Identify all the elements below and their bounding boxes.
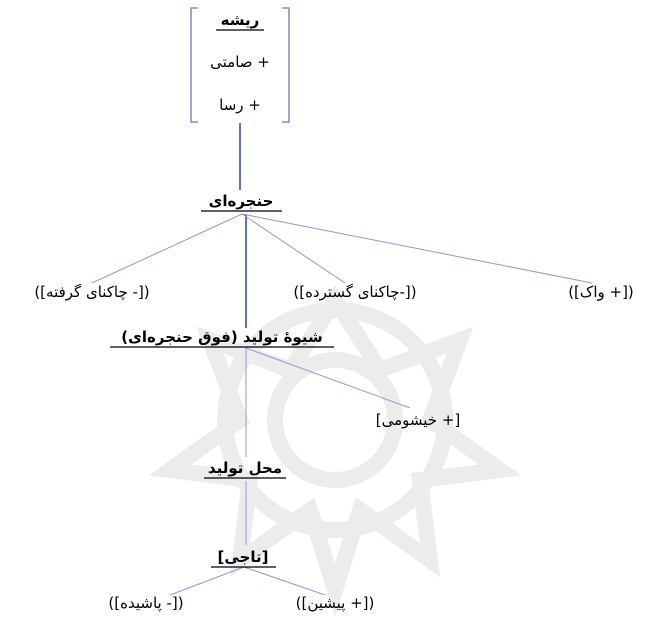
coronal-distributed: ([- پاشیده]) [108,594,183,613]
root-label: ریشه [221,11,260,29]
root-feature-consonantal: + صامتی [210,53,270,71]
place-label: محل تولید [208,459,282,477]
laryngeal-label: حنجره‌ای [209,192,274,210]
edge-coronal-distributed [169,566,245,596]
manner-nasal: [+ خیشومی] [376,411,461,429]
coronal-label: [تاجی] [218,548,269,566]
edge-laryngeal-spread [241,213,346,284]
root-feature-sonorant: + رسا [219,96,261,114]
edge-manner-nasal [245,347,411,409]
edge-laryngeal-constricted [91,213,243,284]
edge-laryngeal-voice [241,213,593,284]
watermark-rosette [148,285,522,617]
laryngeal-voice: ([+ واک]) [568,283,634,301]
root-right-bracket [282,7,290,123]
laryngeal-spread-glottis: ([-چاکنای گسترده]) [293,283,416,301]
laryngeal-constricted-glottis: ([- چاکنای گرفته]) [34,283,149,301]
edge-coronal-anterior [243,566,326,596]
root-left-bracket [190,7,198,123]
manner-label: شیوهٔ تولید (فوق حنجره‌ای) [121,328,322,346]
coronal-anterior: ([+ پیشین]) [296,594,375,613]
